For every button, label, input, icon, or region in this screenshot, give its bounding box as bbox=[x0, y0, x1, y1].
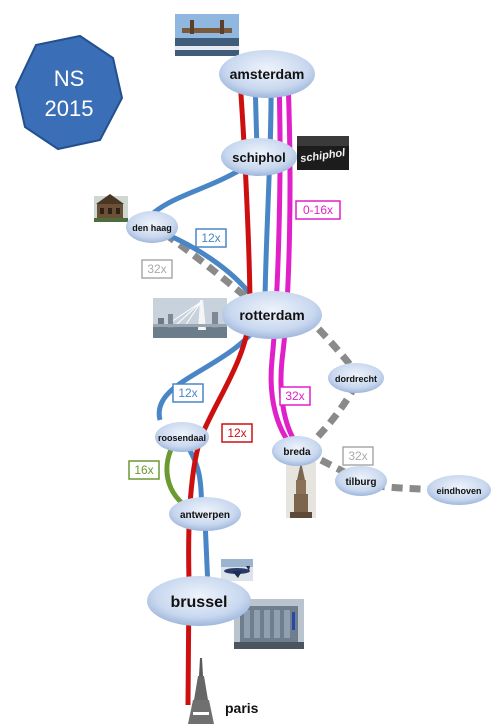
station-rotterdam-label: rotterdam bbox=[239, 307, 304, 323]
amsterdam-bridge-photo bbox=[175, 14, 239, 56]
station-breda-label: breda bbox=[283, 447, 311, 458]
station-eindhoven-label: eindhoven bbox=[436, 486, 481, 496]
breda-church-photo bbox=[286, 462, 316, 518]
freq-label-12x-red: 12x bbox=[227, 426, 246, 440]
station-tilburg-label: tilburg bbox=[345, 477, 376, 488]
station-amsterdam[interactable]: amsterdam bbox=[219, 50, 315, 98]
station-amsterdam-label: amsterdam bbox=[230, 66, 305, 82]
station-schiphol-label: schiphol bbox=[232, 150, 285, 165]
station-brussel[interactable]: brussel bbox=[147, 576, 251, 626]
ns-2015-badge: NS 2015 bbox=[14, 34, 124, 151]
station-den-haag[interactable]: den haag bbox=[126, 211, 178, 243]
station-paris-label[interactable]: paris bbox=[225, 700, 259, 716]
eiffel-tower-photo bbox=[188, 658, 214, 724]
station-antwerpen-label: antwerpen bbox=[180, 510, 230, 521]
station-brussel-label: brussel bbox=[171, 594, 228, 611]
blue-route-schiphol-denhaag bbox=[146, 162, 250, 220]
freq-gray-breda-tilburg: 32x bbox=[342, 446, 374, 466]
station-tilburg[interactable]: tilburg bbox=[335, 466, 387, 496]
freq-green-roosendaal-antwerpen: 16x bbox=[128, 460, 160, 480]
freq-label-12x-blue-north: 12x bbox=[201, 231, 220, 245]
station-dordrecht[interactable]: dordrecht bbox=[328, 363, 384, 393]
freq-label-0-16x: 0-16x bbox=[303, 203, 333, 217]
station-den-haag-label: den haag bbox=[132, 223, 172, 233]
freq-red-rotterdam-antwerpen: 12x bbox=[221, 423, 253, 443]
station-rotterdam[interactable]: rotterdam bbox=[222, 291, 322, 339]
freq-blue-schiphol-rotterdam: 12x bbox=[195, 228, 227, 248]
station-breda[interactable]: breda bbox=[272, 436, 322, 466]
freq-label-12x-blue-south: 12x bbox=[178, 386, 197, 400]
freq-magenta-rotterdam-breda: 32x bbox=[279, 386, 311, 406]
freq-blue-rotterdam-roosendaal: 12x bbox=[172, 383, 204, 403]
station-roosendaal[interactable]: roosendaal bbox=[155, 422, 209, 452]
freq-magenta-amsterdam-rotterdam: 0-16x bbox=[295, 200, 341, 220]
station-roosendaal-label: roosendaal bbox=[158, 433, 206, 443]
freq-gray-denhaag-eindhoven: 32x bbox=[141, 259, 173, 279]
freq-label-32x-magenta: 32x bbox=[285, 389, 304, 403]
rotterdam-bridge-photo bbox=[153, 298, 227, 338]
den-haag-building-photo bbox=[94, 194, 128, 222]
station-dordrecht-label: dordrecht bbox=[335, 374, 377, 384]
blue-route-amsterdam-rotterdam-direct bbox=[262, 79, 274, 301]
freq-label-32x-gray-north: 32x bbox=[147, 262, 166, 276]
station-eindhoven[interactable]: eindhoven bbox=[427, 475, 491, 505]
schiphol-sign-photo: schiphol bbox=[297, 136, 349, 170]
station-antwerpen[interactable]: antwerpen bbox=[169, 497, 241, 531]
freq-label-32x-gray-south: 32x bbox=[348, 449, 367, 463]
freq-label-16x-green: 16x bbox=[134, 463, 153, 477]
station-schiphol[interactable]: schiphol bbox=[221, 138, 297, 176]
brussels-plane-photo bbox=[221, 559, 253, 581]
badge-line-2: 2015 bbox=[45, 96, 94, 121]
badge-line-1: NS bbox=[54, 66, 85, 91]
